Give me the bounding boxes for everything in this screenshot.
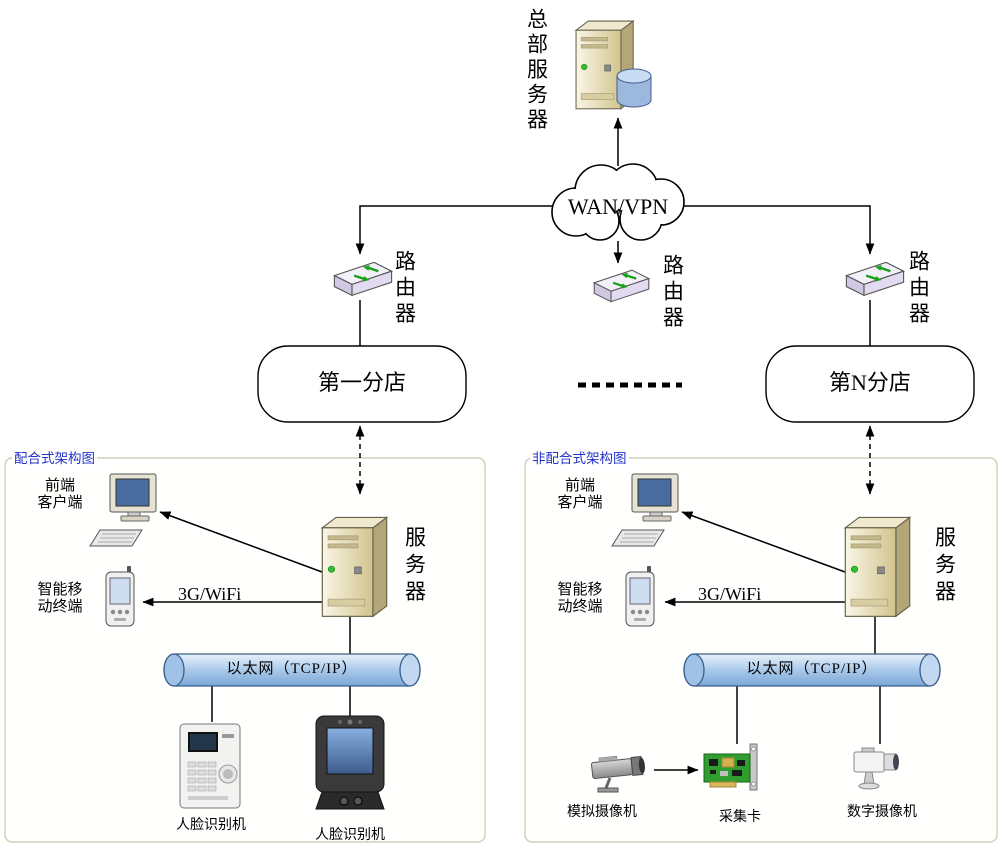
branch-server-right-icon [844,516,911,617]
panel-right-box [524,457,998,843]
router-middle-icon [593,269,650,303]
branch-server-left-icon [321,516,388,617]
branch-left-box [257,345,467,423]
link-cloud-router-left [355,205,552,255]
client-left-label: 前端 客户端 [37,478,83,511]
router-right-label: 路由器 [906,250,931,328]
ethernet-pipe-left [163,653,421,687]
link-server-client-left [159,511,323,573]
ethernet-right-label: 以太网（TCP/IP） [746,661,878,677]
mobile-terminal-left-icon [105,565,135,627]
hq-server-label: 总部服务器 [524,8,549,133]
link-cloud-router-right [684,205,875,255]
branch-left-label: 第一分店 [317,370,406,395]
wan-vpn-label: WAN/VPN [567,194,669,219]
face-machine-1-label: 人脸识别机 [176,818,246,833]
ethernet-left-label: 以太网（TCP/IP） [226,661,358,677]
client-right-label: 前端 客户端 [557,478,603,511]
branch-right-label: 第N分店 [829,370,911,395]
wifi-right-label: 3G/WiFi [698,584,762,604]
mobile-terminal-right-icon [625,565,655,627]
connectors [142,117,881,775]
wan-vpn-cloud [551,163,685,241]
link-server-client-right [681,511,846,573]
server-left-label: 服务器 [402,526,427,607]
panel-left-title: 配合式架构图 [12,451,97,467]
face-recognition-2-icon [315,715,385,810]
mobile-left-label: 智能移 动终端 [37,582,83,615]
mobile-right-label: 智能移 动终端 [557,582,603,615]
ethernet-pipe-right [683,653,941,687]
router-left-label: 路由器 [392,250,417,328]
wifi-left-label: 3G/WiFi [178,584,242,604]
face-machine-2-label: 人脸识别机 [315,828,385,843]
capture-card-label: 采集卡 [719,810,761,825]
digital-camera-label: 数字摄像机 [847,805,917,820]
hq-database-icon [616,68,652,108]
router-right-icon [845,261,905,297]
router-middle-label: 路由器 [660,254,685,332]
face-recognition-1-icon [179,723,241,809]
branch-right-box [765,345,975,423]
router-left-icon [333,261,393,297]
server-right-label: 服务器 [932,526,957,607]
panel-right-title: 非配合式架构图 [530,451,629,467]
panel-left-box [4,457,486,843]
analog-camera-label: 模拟摄像机 [567,805,637,820]
